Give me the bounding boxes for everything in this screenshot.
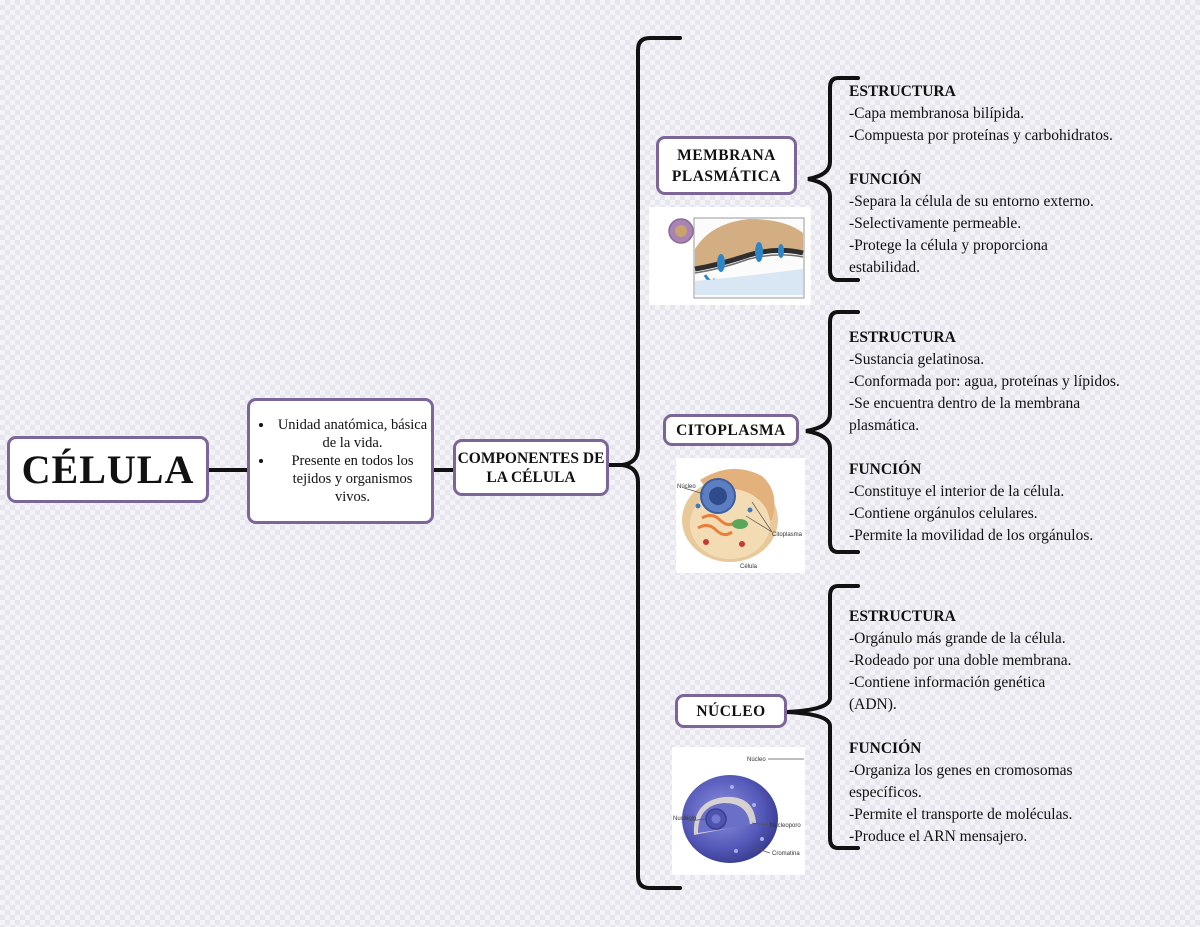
nucleus-image: Núcleo Nucléolo Nucleoporo Cromatina [672, 747, 805, 875]
nucleus-structure-item: -Rodeado por una doble membrana. [849, 652, 1072, 669]
cytoplasm-function-item: -Permite la movilidad de los orgánulos. [849, 527, 1094, 544]
cytoplasm-function-item: -Contiene orgánulos celulares. [849, 505, 1038, 522]
nucleus-image-label-nucleopore: Nucleoporo [770, 823, 801, 829]
cytoplasm-structure-heading: ESTRUCTURA [849, 329, 956, 346]
membrane-info: ESTRUCTURA -Capa membranosa bilípida. -C… [849, 81, 1179, 279]
nucleus-info: ESTRUCTURA -Orgánulo más grande de la cé… [849, 606, 1179, 848]
nucleus-image-label-nucleus: Núcleo [747, 757, 766, 763]
nucleus-image-label-nucleolus: Nucléolo [673, 816, 697, 822]
cytoplasm-structure-item: -Sustancia gelatinosa. [849, 351, 985, 368]
nucleus-structure-item: -Orgánulo más grande de la célula. [849, 630, 1066, 647]
nucleus-image-label-chromatin: Cromatina [772, 851, 800, 857]
cytoplasm-info: ESTRUCTURA -Sustancia gelatinosa. -Confo… [849, 327, 1179, 547]
nucleus-function-item: -Permite el transporte de moléculas. [849, 806, 1073, 823]
main-title: CÉLULA [21, 447, 195, 492]
cytoplasm-label: CITOPLASMA [676, 421, 786, 439]
main-title-box: CÉLULA [7, 436, 209, 503]
membrane-function-heading: FUNCIÓN [849, 171, 922, 188]
cytoplasm-image-label-nucleus: Núcleo [677, 484, 696, 490]
membrane-label: MEMBRANA PLASMÁTICA [671, 146, 782, 185]
membrane-structure-item: -Compuesta por proteínas y carbohidratos… [849, 127, 1113, 144]
definition-list: Unidad anatómica, básica de la vida. Pre… [250, 416, 431, 506]
components-label: COMPONENTES DE LA CÉLULA [457, 449, 605, 486]
cytoplasm-function-heading: FUNCIÓN [849, 461, 922, 478]
cytoplasm-structure-item: -Conformada por: agua, proteínas y lípid… [849, 373, 1120, 390]
nucleus-function-item: -Produce el ARN mensajero. [849, 828, 1028, 845]
definition-item: Unidad anatómica, básica de la vida. [274, 416, 431, 452]
nucleus-function-item: -Organiza los genes en cromosomas especí… [849, 762, 1073, 801]
nucleus-structure-item: -Contiene información genética (ADN). [849, 674, 1046, 713]
nucleus-box: NÚCLEO [675, 694, 787, 728]
components-box: COMPONENTES DE LA CÉLULA [453, 439, 609, 496]
membrane-structure-heading: ESTRUCTURA [849, 83, 956, 100]
cytoplasm-structure-item: -Se encuentra dentro de la membrana plas… [849, 395, 1081, 434]
cytoplasm-function-item: -Constituye el interior de la célula. [849, 483, 1065, 500]
membrane-function-item: -Separa la célula de su entorno externo. [849, 193, 1094, 210]
cytoplasm-image-label-cell: Célula [740, 564, 758, 570]
membrane-structure-item: -Capa membranosa bilípida. [849, 105, 1025, 122]
nucleus-function-heading: FUNCIÓN [849, 740, 922, 757]
cytoplasm-box: CITOPLASMA [663, 414, 799, 446]
membrane-function-item: -Protege la célula y proporciona estabil… [849, 237, 1048, 276]
definition-box: Unidad anatómica, básica de la vida. Pre… [247, 398, 434, 524]
membrane-box: MEMBRANA PLASMÁTICA [656, 136, 797, 195]
nucleus-label: NÚCLEO [696, 702, 766, 720]
membrane-function-item: -Selectivamente permeable. [849, 215, 1022, 232]
definition-item: Presente en todos los tejidos y organism… [274, 452, 431, 506]
cytoplasm-image: Núcleo Citoplasma Célula [676, 458, 805, 573]
nucleus-structure-heading: ESTRUCTURA [849, 608, 956, 625]
cytoplasm-image-label-cytoplasm: Citoplasma [772, 532, 803, 538]
membrane-image [649, 207, 811, 305]
